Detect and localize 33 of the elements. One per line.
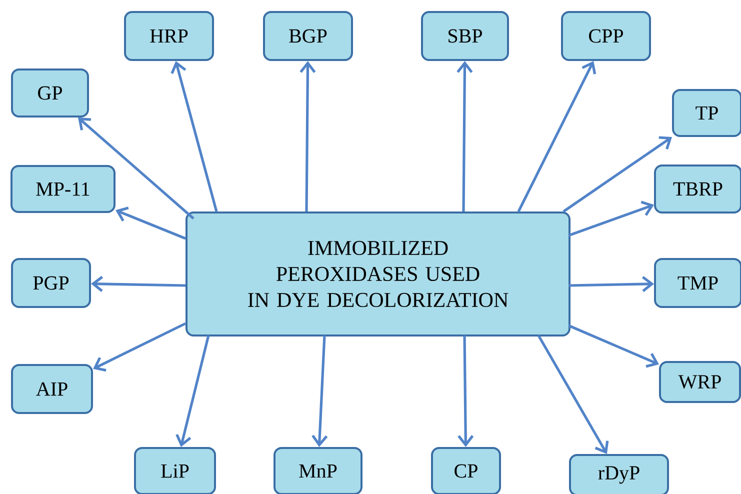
arrow xyxy=(456,61,473,212)
enzyme-box: MP-11 xyxy=(10,165,116,213)
enzyme-box: HRP xyxy=(124,11,214,61)
arrow xyxy=(93,322,186,372)
enzyme-box: BGP xyxy=(263,11,353,61)
enzyme-box: TP xyxy=(672,89,741,137)
enzyme-box: CP xyxy=(431,447,501,494)
enzyme-box: MnP xyxy=(274,447,362,494)
enzyme-box: PGP xyxy=(11,258,91,308)
arrow xyxy=(78,118,194,220)
enzyme-box: GP xyxy=(11,68,89,118)
enzyme-box: rDyP xyxy=(569,454,669,494)
arrow xyxy=(91,276,186,292)
enzyme-box: AIP xyxy=(11,364,93,414)
arrow xyxy=(176,335,210,447)
arrow xyxy=(562,136,672,213)
arrow xyxy=(568,276,654,292)
enzyme-box: SBP xyxy=(421,11,509,61)
arrow xyxy=(517,61,596,212)
arrow xyxy=(312,335,328,447)
enzyme-box: WRP xyxy=(659,361,741,403)
arrow xyxy=(568,324,659,368)
enzyme-box: CPP xyxy=(561,11,651,61)
arrow xyxy=(568,200,654,237)
title-box: IMMOBILIZED PEROXIDASES USED IN DYE DECOLORIZATION xyxy=(186,212,570,336)
enzyme-box: TBRP xyxy=(654,164,741,214)
arrow xyxy=(300,61,316,212)
enzyme-box: LiP xyxy=(134,447,216,494)
arrow xyxy=(537,334,609,454)
arrow xyxy=(116,206,186,240)
arrow xyxy=(170,61,218,212)
enzyme-box: TMP xyxy=(654,258,741,308)
arrow xyxy=(458,335,474,447)
